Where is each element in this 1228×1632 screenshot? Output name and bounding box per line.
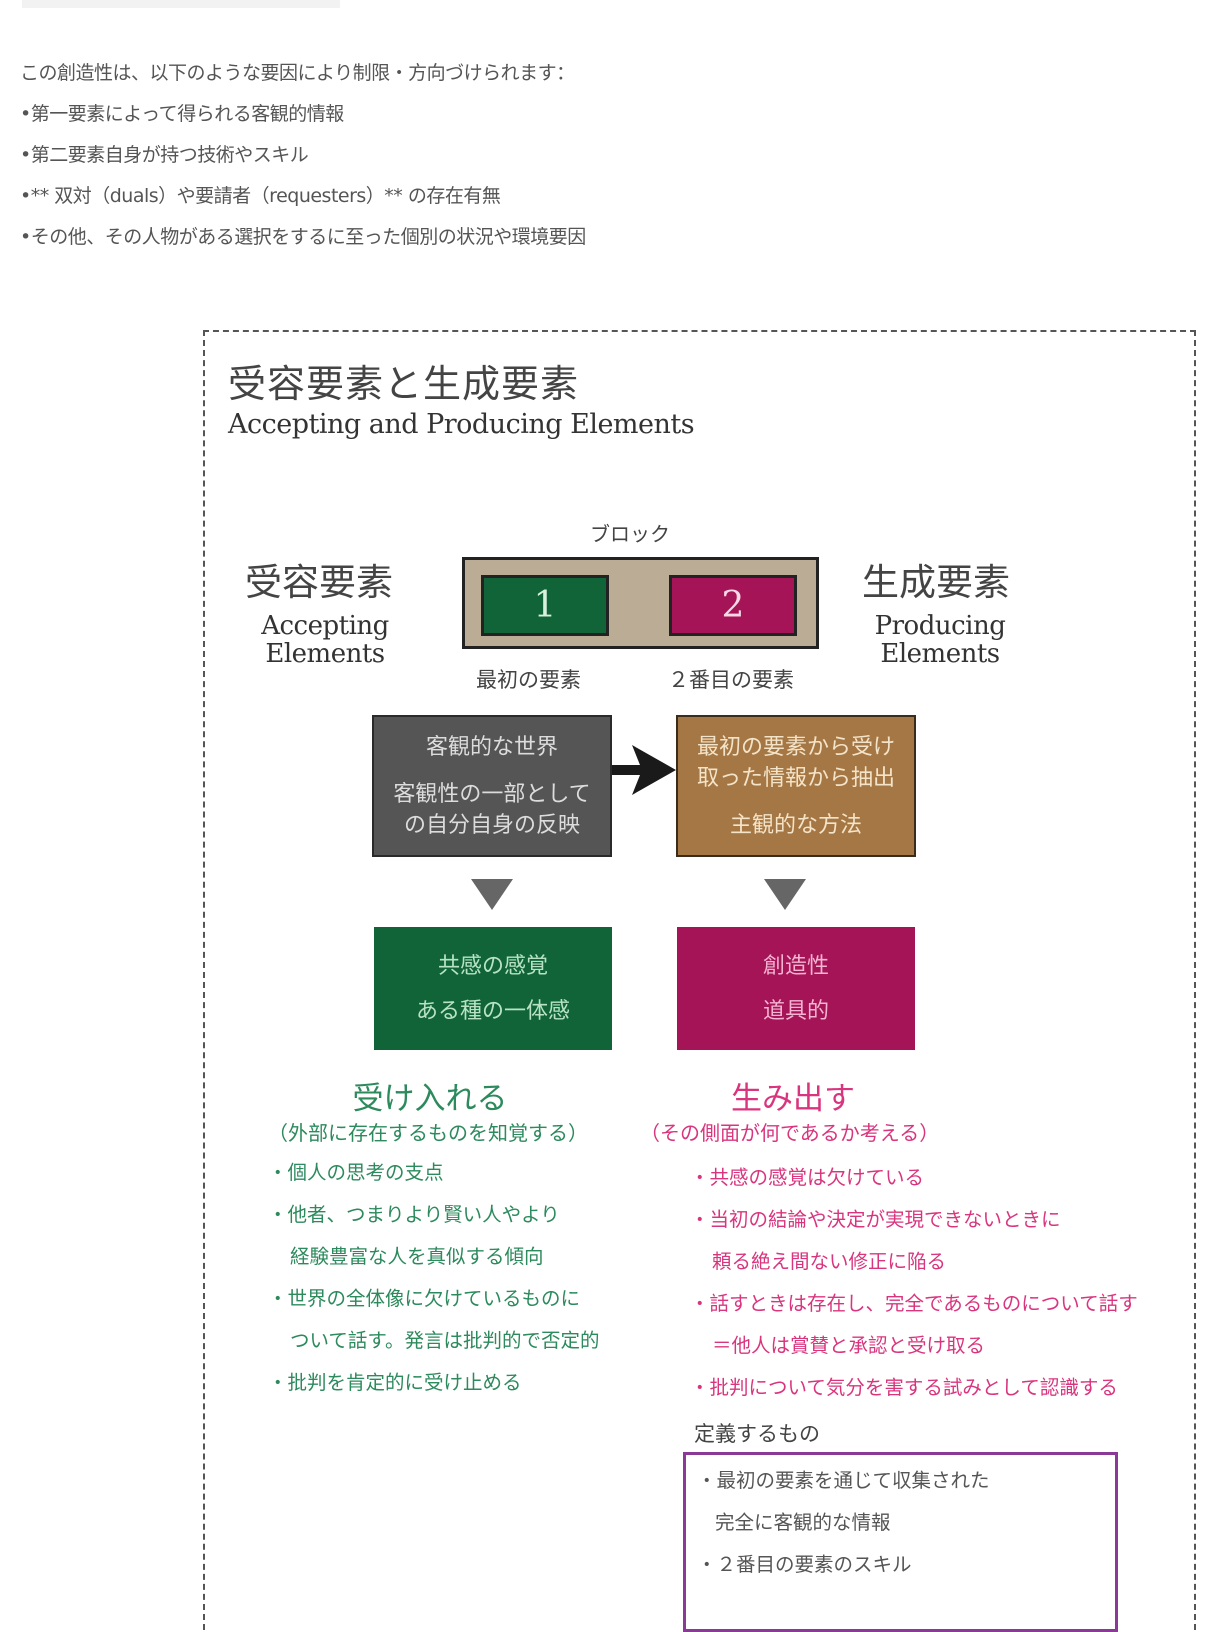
list-item: ・世界の全体像に欠けているものに <box>268 1287 581 1310</box>
defines-list: ・最初の要素を通じて収集された 完全に客観的な情報 ・２番目の要素のスキル <box>697 1460 990 1586</box>
producing-label-en: Producing Elements <box>870 612 1010 668</box>
produce-subheading: （その側面が何であるか考える） <box>640 1121 940 1145</box>
accept-heading: 受け入れる <box>352 1081 508 1117</box>
list-item: 完全に客観的な情報 <box>715 1511 891 1534</box>
faint-cutoff-text <box>22 0 340 8</box>
list-item: ・２番目の要素のスキル <box>697 1553 912 1576</box>
intro-bullet: •第一要素によって得られる客観的情報 <box>20 103 344 125</box>
intro-bullet: •第二要素自身が持つ技術やスキル <box>20 144 309 166</box>
accept-subheading: （外部に存在するものを知覚する） <box>268 1121 588 1145</box>
subjective-method-line3: 主観的な方法 <box>729 812 862 838</box>
down-arrow-icon <box>764 879 806 910</box>
empathy-line2: ある種の一体感 <box>415 998 570 1024</box>
diagram-title-jp: 受容要素と生成要素 <box>228 362 580 406</box>
objective-world-line3: の自分自身の反映 <box>403 812 580 838</box>
producing-en-line1: Producing <box>874 611 1006 641</box>
element-1-box: 1 <box>481 575 609 636</box>
list-item: 経験豊富な人を真似する傾向 <box>290 1245 544 1268</box>
objective-world-line1: 客観的な世界 <box>425 734 558 760</box>
diagram-title-en: Accepting and Producing Elements <box>228 409 695 440</box>
accept-list: ・個人の思考の支点 ・他者、つまりより賢い人やより 経験豊富な人を真似する傾向 … <box>268 1152 599 1404</box>
producing-en-line2: Elements <box>880 639 1000 669</box>
produce-heading: 生み出す <box>731 1081 855 1117</box>
creativity-box: 創造性 道具的 <box>677 927 915 1050</box>
creativity-line2: 道具的 <box>762 998 829 1024</box>
subjective-method-box: 最初の要素から受け 取った情報から抽出 主観的な方法 <box>676 715 916 857</box>
subjective-method-line1: 最初の要素から受け <box>696 734 895 760</box>
intro-bullet: •その他、その人物がある選択をするに至った個別の状況や環境要因 <box>20 226 586 248</box>
diagram-frame <box>203 330 1196 1630</box>
subjective-method-line2: 取った情報から抽出 <box>696 765 895 791</box>
list-item: ・批判について気分を害する試みとして認識する <box>690 1376 1118 1399</box>
intro-lead: この創造性は、以下のような要因により制限・方向づけられます： <box>20 62 575 84</box>
empathy-box: 共感の感覚 ある種の一体感 <box>374 927 612 1050</box>
defines-title: 定義するもの <box>694 1422 820 1446</box>
objective-world-line2: 客観性の一部として <box>393 781 591 807</box>
list-item: ・共感の感覚は欠けている <box>690 1166 925 1189</box>
list-item: ・当初の結論や決定が実現できないときに <box>690 1208 1061 1231</box>
producing-label-jp: 生成要素 <box>862 561 1010 604</box>
list-item: 頼る絶え間ない修正に陥る <box>712 1250 947 1273</box>
element-1-caption: 最初の要素 <box>476 668 581 692</box>
arrow-right-icon <box>612 745 676 795</box>
list-item: ＝他人は賞賛と承認と受け取る <box>712 1334 986 1357</box>
accepting-en-line1: Accepting <box>261 611 389 641</box>
accepting-en-line2: Elements <box>265 639 385 669</box>
list-item: ・個人の思考の支点 <box>268 1161 444 1184</box>
element-2-caption: ２番目の要素 <box>668 668 794 692</box>
list-item: ついて話す。発言は批判的で否定的 <box>290 1329 600 1352</box>
list-item: ・話すときは存在し、完全であるものについて話す <box>690 1292 1138 1315</box>
down-arrow-icon <box>471 879 513 910</box>
empathy-line1: 共感の感覚 <box>437 953 548 979</box>
produce-list: ・共感の感覚は欠けている ・当初の結論や決定が実現できないときに 頼る絶え間ない… <box>690 1157 1138 1409</box>
objective-world-box: 客観的な世界 客観性の一部として の自分自身の反映 <box>372 715 612 857</box>
intro-bullet: •** 双対（duals）や要請者（requesters）** の存在有無 <box>20 185 501 207</box>
accepting-label-en: Accepting Elements <box>255 612 395 668</box>
accepting-label-jp: 受容要素 <box>245 561 393 604</box>
list-item: ・最初の要素を通じて収集された <box>697 1469 990 1492</box>
list-item: ・他者、つまりより賢い人やより <box>268 1203 560 1226</box>
block-label: ブロック <box>590 522 670 546</box>
creativity-line1: 創造性 <box>762 953 829 979</box>
list-item: ・批判を肯定的に受け止める <box>268 1371 522 1394</box>
element-2-box: 2 <box>669 575 797 636</box>
